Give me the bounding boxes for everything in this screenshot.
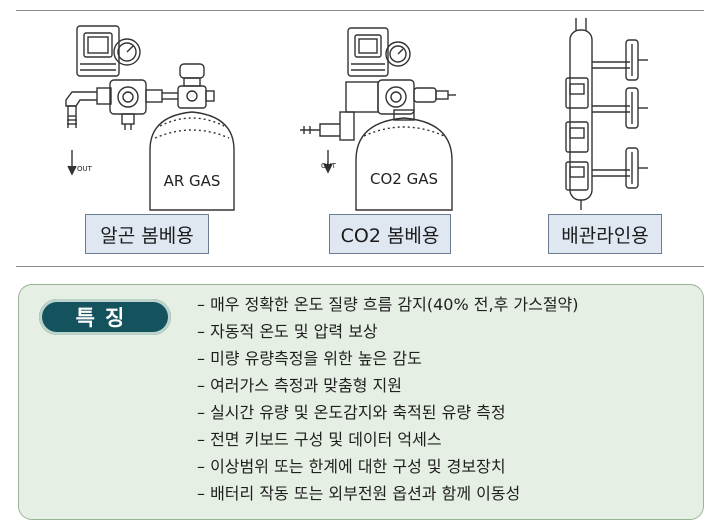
ar-cylinder-label: AR GAS: [164, 172, 221, 190]
co2-cylinder-label: CO2 GAS: [370, 170, 438, 188]
features-badge: 특징: [39, 299, 171, 335]
caption-ar-cylinder: 알곤 봄베용: [85, 214, 209, 254]
feature-item: – 미량 유량측정을 위한 높은 감도: [197, 349, 422, 368]
pipeline-manifold-figure: [565, 18, 648, 210]
caption-pipeline: 배관라인용: [548, 214, 662, 254]
features-panel: 특징 – 매우 정확한 온도 질량 흐름 감지(40% 전,후 가스절약) – …: [18, 284, 704, 520]
feature-item: – 자동적 온도 및 압력 보상: [197, 322, 378, 341]
middle-divider: [16, 266, 704, 267]
feature-item: – 여러가스 측정과 맞춤형 지원: [197, 376, 402, 395]
features-list: – 매우 정확한 온도 질량 흐름 감지(40% 전,후 가스절약) – 자동적…: [197, 291, 579, 507]
device-illustrations: AR GAS OUT CO2 GAS OUT: [65, 18, 648, 211]
co2-out-label: OUT: [321, 162, 337, 170]
caption-co2-cylinder: CO2 봄베용: [329, 214, 451, 254]
feature-item: – 배터리 작동 또는 외부전원 옵션과 함께 이동성: [197, 484, 521, 503]
co2-gas-regulator-figure: [300, 27, 456, 211]
feature-item: – 실시간 유량 및 온도감지와 축적된 유량 측정: [197, 403, 506, 422]
feature-item: – 이상범위 또는 한계에 대한 구성 및 경보장치: [197, 457, 506, 476]
top-divider: [16, 10, 704, 11]
ar-out-label: OUT: [77, 165, 93, 173]
feature-item: – 매우 정확한 온도 질량 흐름 감지(40% 전,후 가스절약): [197, 295, 579, 314]
feature-item: – 전면 키보드 구성 및 데이터 억세스: [197, 430, 442, 449]
ar-gas-regulator-figure: [65, 25, 235, 211]
